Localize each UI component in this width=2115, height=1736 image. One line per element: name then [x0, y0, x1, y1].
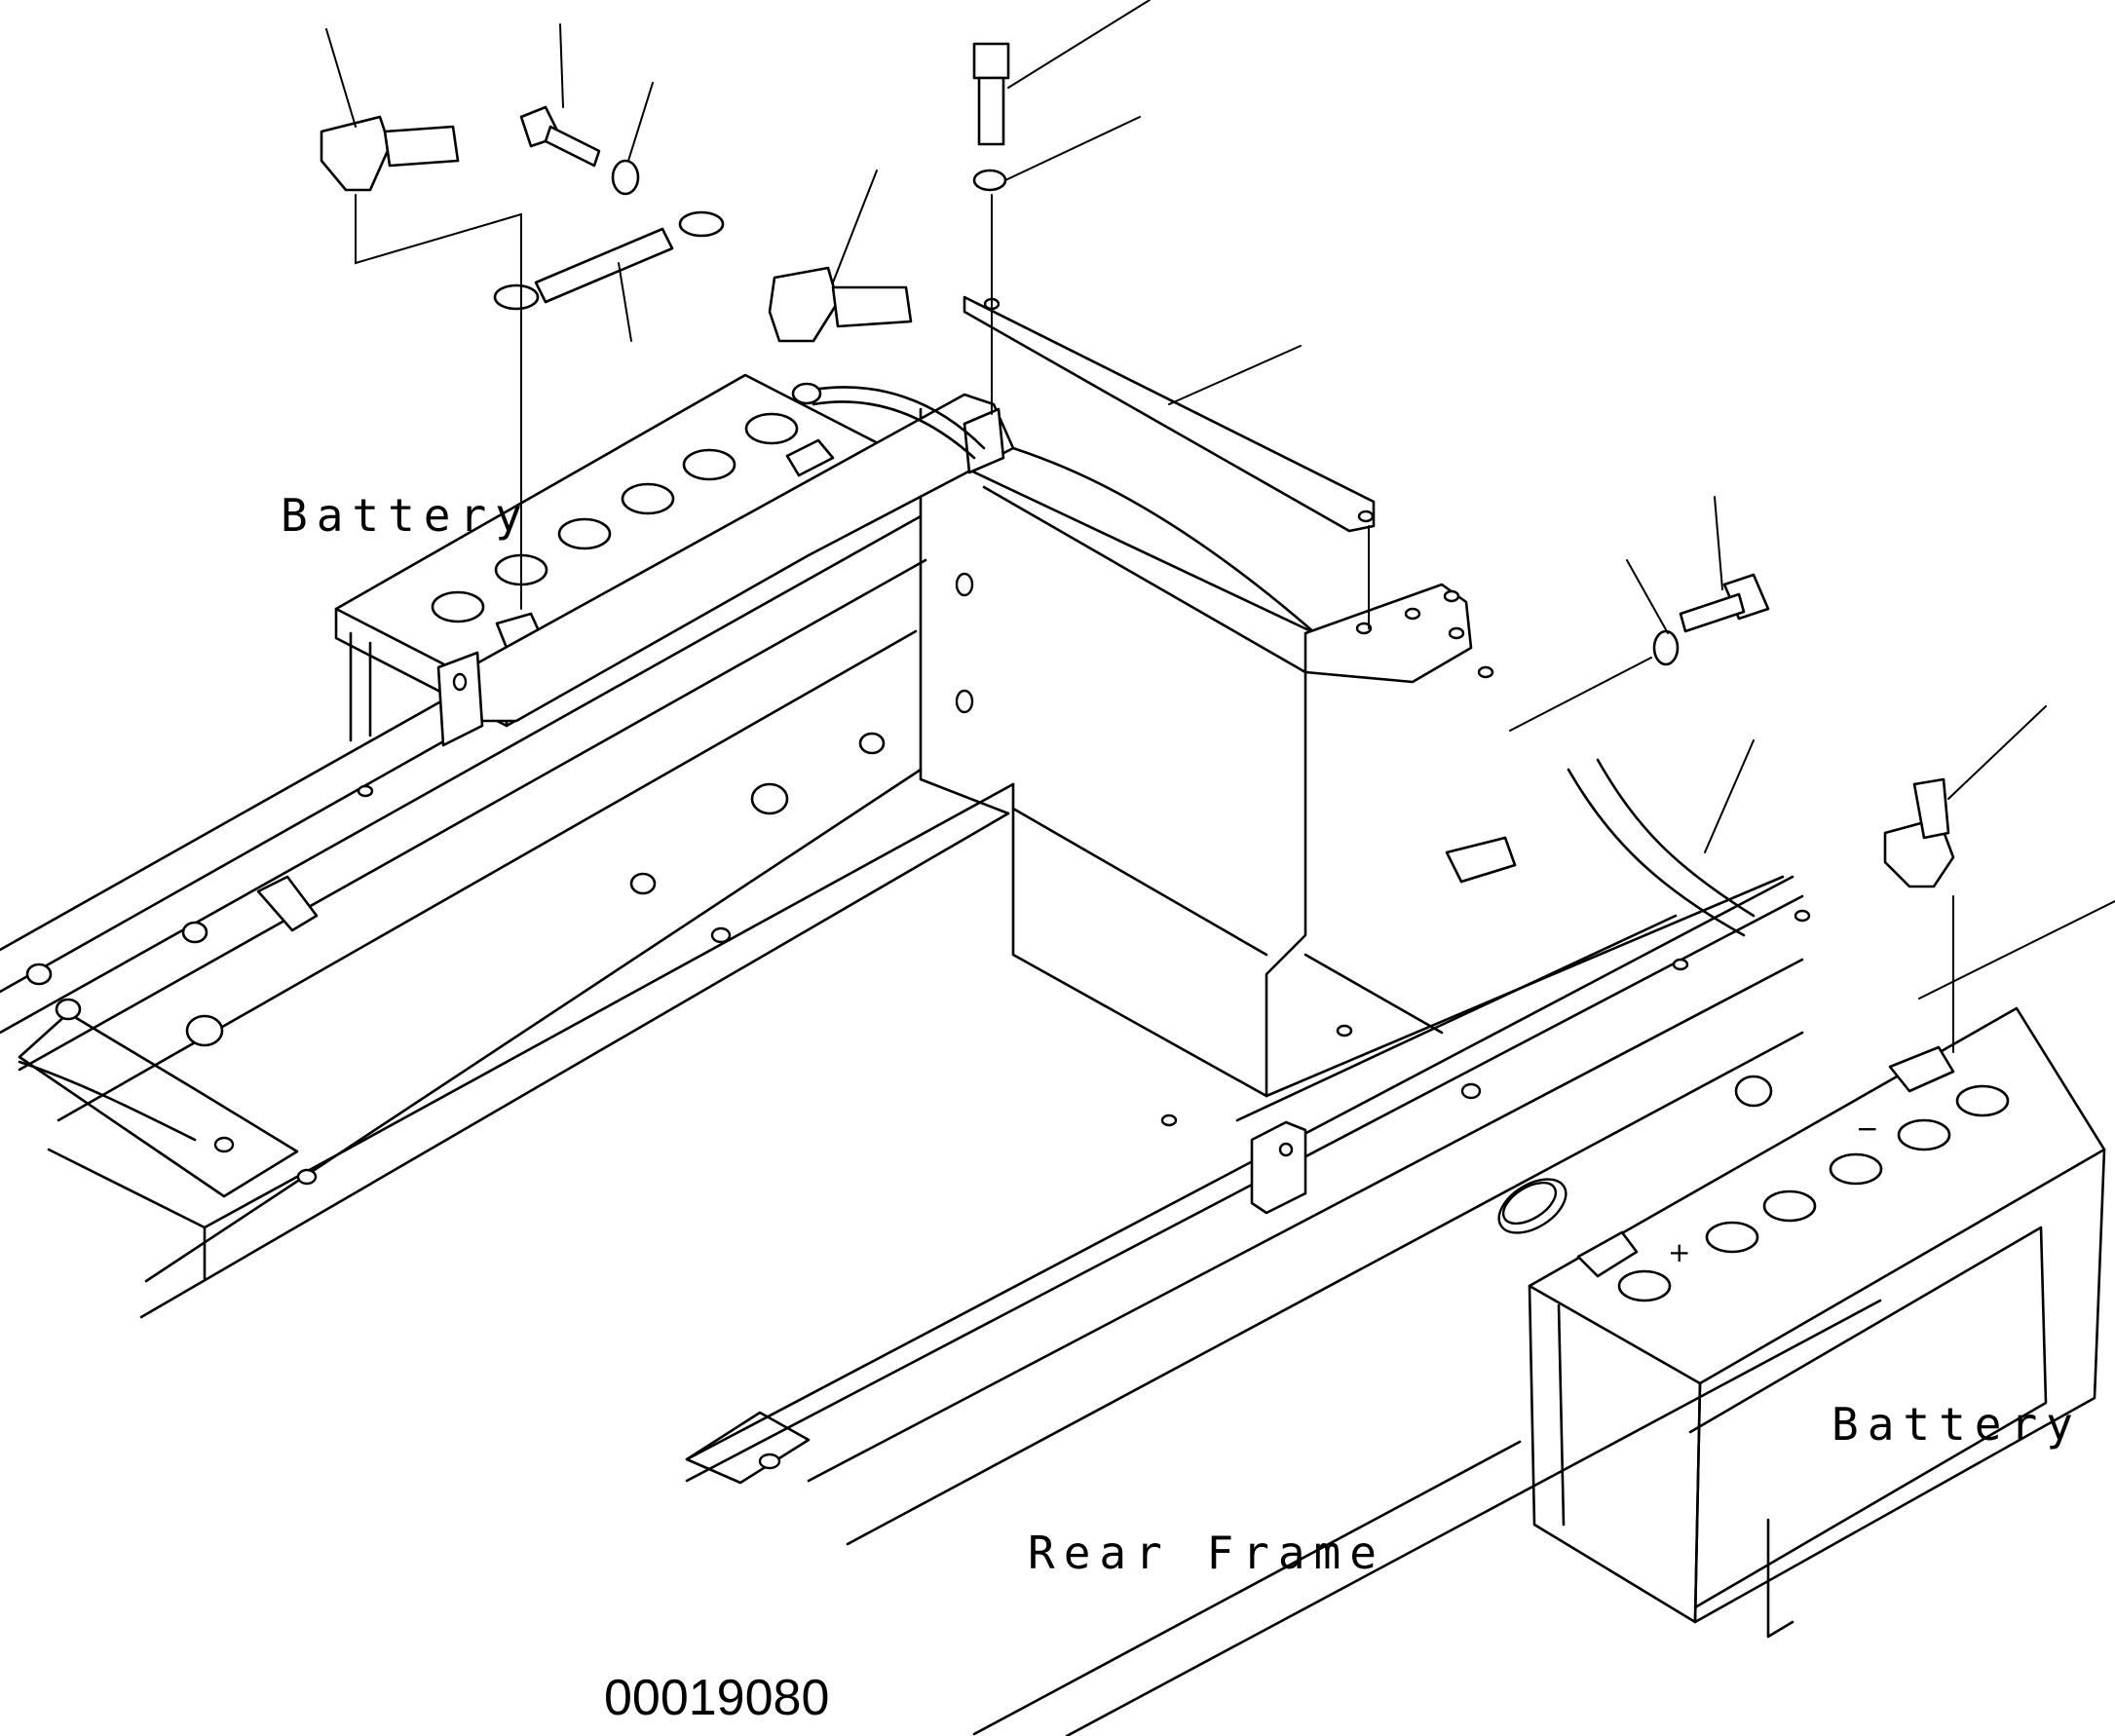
- battery-right-label: Battery: [1832, 1398, 2082, 1451]
- rear-frame: [0, 407, 1882, 1736]
- battery-right-caps: [1617, 1084, 2010, 1302]
- battery-left-caps: [431, 412, 799, 623]
- battery-cable-short: [493, 210, 725, 311]
- battery-hold-down-bar: [436, 393, 1317, 747]
- battery-right-minus-mark: −: [1856, 1113, 1878, 1145]
- rear-frame-label: Rear Frame: [1028, 1527, 1385, 1579]
- washer-left: [611, 159, 640, 196]
- exploded-parts: [320, 42, 1955, 888]
- bolt-top: [972, 42, 1010, 146]
- bolt-left: [519, 105, 601, 168]
- battery-right: + − Battery: [1528, 1006, 2106, 1639]
- washer-top: [972, 169, 1007, 192]
- terminal-cover-left: [320, 115, 460, 192]
- battery-left-label: Battery: [281, 489, 531, 542]
- leader-lines: [325, 0, 2115, 1053]
- washer-right: [1652, 629, 1680, 666]
- top-strap-bracket: [963, 295, 1494, 684]
- figure-number: 00019080: [604, 1670, 829, 1726]
- battery-cable-center: [791, 382, 1756, 937]
- bolt-right: [1679, 573, 1770, 633]
- terminal-cover-right: [1883, 777, 1955, 888]
- terminal-cover-center: [768, 266, 913, 343]
- battery-right-plus-mark: +: [1668, 1236, 1690, 1268]
- spacer-block: [1445, 836, 1517, 884]
